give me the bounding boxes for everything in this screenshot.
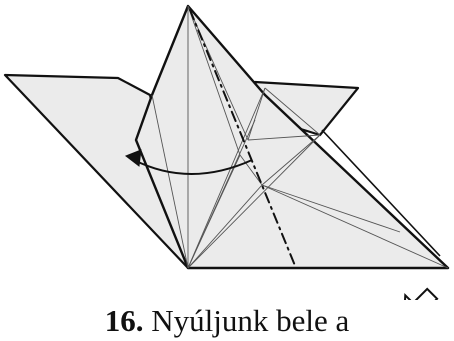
step-number: 16. (104, 303, 144, 338)
crease-line (261, 134, 321, 186)
crease-line (187, 87, 266, 269)
curved-fold-arrow-icon (124, 149, 253, 175)
crease-lines (151, 5, 449, 269)
crease-line (187, 5, 249, 141)
fold-arrow-curve (133, 159, 253, 175)
fold-arrow-head (124, 149, 142, 167)
crease-line (261, 184, 401, 233)
crease-line (247, 87, 266, 141)
crease-line (247, 134, 321, 141)
origami-fold-diagram (3, 4, 450, 300)
crease-line (187, 5, 241, 156)
crease-line (264, 87, 321, 136)
crease-line (239, 154, 263, 186)
crease-line (261, 184, 449, 269)
crease-line (151, 94, 189, 269)
step-instruction-text: Nyúljunk bele a (151, 303, 350, 338)
pointer-outline (402, 287, 439, 300)
hollow-arrow-pointer-icon (402, 287, 439, 300)
crease-line (187, 134, 321, 269)
right-edge-layer-line (321, 129, 441, 257)
crease-line (187, 184, 263, 269)
mountain-fold-line (189, 9, 297, 269)
step-caption: 16. Nyúljunk bele a (0, 300, 454, 341)
crease-line (187, 154, 241, 269)
